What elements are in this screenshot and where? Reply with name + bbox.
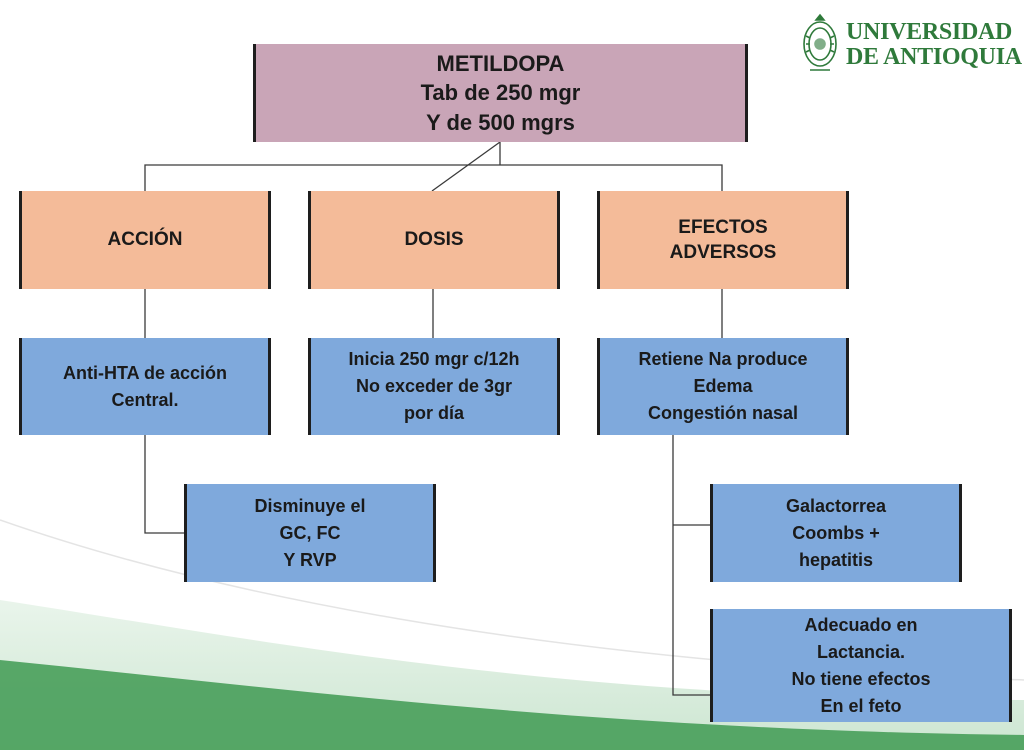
logo-wordmark: UNIVERSIDAD DE ANTIOQUIA — [846, 20, 1022, 70]
accion-label: ACCIÓN — [107, 229, 183, 251]
galactorrea-line-3: hepatitis — [798, 549, 873, 570]
connector-root-to-dosis — [431, 141, 501, 192]
disminuye-box: Disminuye el GC, FC Y RVP — [184, 484, 436, 582]
galactorrea-box: Galactorrea Coombs + hepatitis — [710, 484, 962, 582]
lactancia-line-1: Adecuado en — [804, 614, 918, 635]
efectos-label-line-2: ADVERSOS — [669, 242, 777, 263]
root-title: METILDOPA — [436, 51, 565, 77]
logo-line-1: UNIVERSIDAD — [846, 19, 1013, 45]
dosis-inicio-line-2: No exceder de 3gr — [355, 376, 513, 396]
disminuye-line-2: GC, FC — [279, 522, 341, 543]
accion-box: ACCIÓN — [19, 191, 271, 289]
galactorrea-line-2: Coombs + — [792, 522, 880, 543]
lactancia-line-4: En el feto — [820, 695, 902, 716]
lactancia-line-3: No tiene efectos — [791, 668, 931, 689]
accion-central-line-1: Anti-HTA de acción — [62, 362, 227, 383]
universidad-de-antioquia-logo: UNIVERSIDAD DE ANTIOQUIA — [800, 12, 1022, 84]
accion-central-box: Anti-HTA de acción Central. — [19, 338, 271, 435]
disminuye-line-3: Y RVP — [283, 549, 337, 570]
disminuye-line-1: Disminuye el — [254, 495, 366, 516]
efectos-retiene-line-2: Edema — [693, 376, 753, 396]
accion-central-line-2: Central. — [111, 389, 179, 410]
university-seal-icon — [803, 13, 837, 71]
dosis-inicio-line-1: Inicia 250 mgr c/12h — [348, 349, 520, 369]
dosis-box: DOSIS — [308, 191, 560, 289]
logo-line-2: DE ANTIOQUIA — [846, 44, 1022, 70]
efectos-retiene-line-3: Congestión nasal — [647, 403, 799, 423]
galactorrea-line-1: Galactorrea — [785, 495, 887, 516]
root-tab-250: Tab de 250 mgr — [420, 80, 581, 106]
efectos-adversos-box: EFECTOS ADVERSOS — [597, 191, 849, 289]
dosis-inicio-line-3: por día — [403, 403, 464, 423]
connector-retiene-to-galactorrea — [672, 435, 712, 696]
connector-central-to-disminuye — [144, 435, 186, 534]
efectos-label-line-1: EFECTOS — [678, 216, 768, 238]
efectos-retiene-box: Retiene Na produce Edema Congestión nasa… — [597, 338, 849, 435]
root-tab-500: Y de 500 mgrs — [426, 109, 575, 135]
dosis-inicio-box: Inicia 250 mgr c/12h No exceder de 3gr p… — [308, 338, 560, 435]
connector-root-to-categories — [144, 164, 723, 191]
efectos-retiene-line-1: Retiene Na produce — [638, 349, 808, 369]
lactancia-box: Adecuado en Lactancia. No tiene efectos … — [710, 609, 1012, 722]
dosis-label: DOSIS — [404, 229, 464, 251]
metildopa-root-box: METILDOPA Tab de 250 mgr Y de 500 mgrs — [253, 44, 748, 142]
lactancia-line-2: Lactancia. — [816, 641, 906, 662]
